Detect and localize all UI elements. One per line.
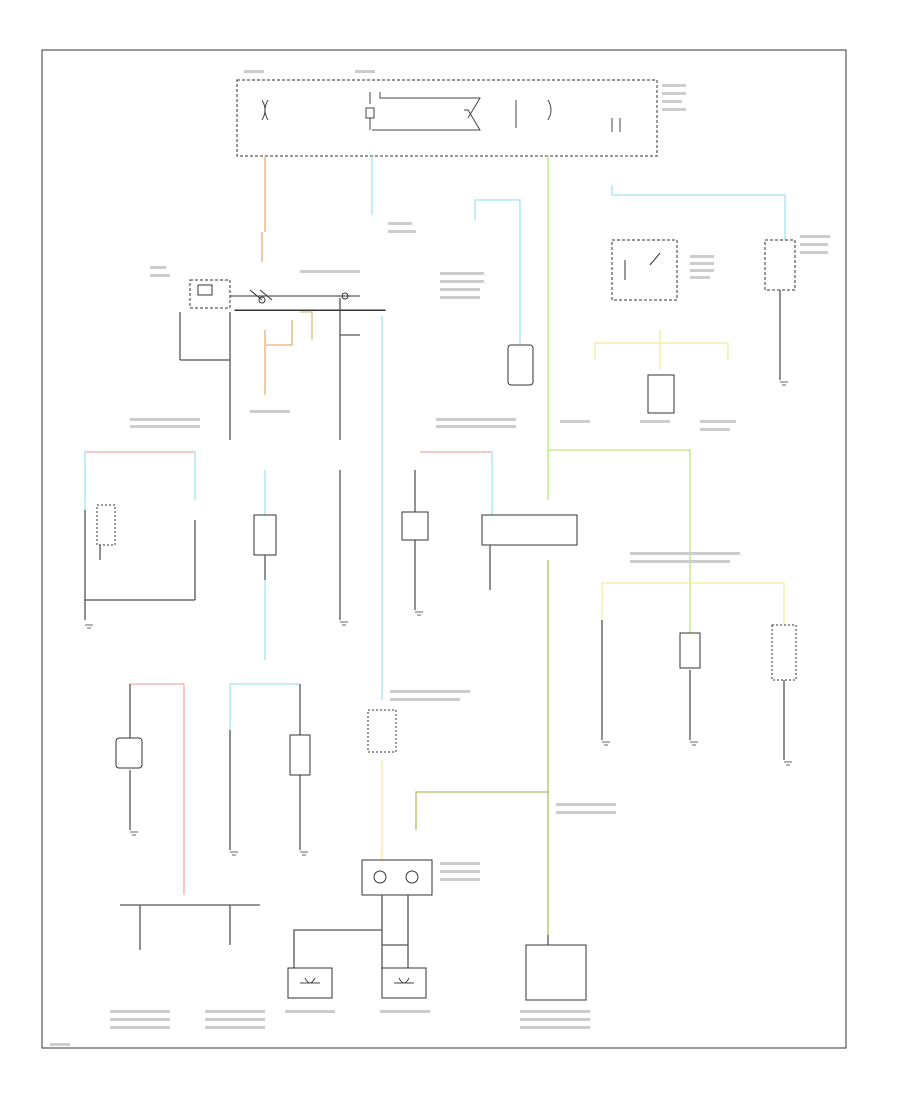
lamp-left [373,870,387,884]
wire-light-green-branch [548,449,691,640]
relay-upper-right [611,239,678,301]
relay-far-right [764,239,796,291]
wire-yellow-upper-right [594,330,729,370]
relay-center-lower [367,709,397,753]
wire-tan-switch [300,311,313,340]
sensor-lower-right-a [679,632,701,669]
wire-orange-feed [261,156,266,262]
sensor-lower-right-b [771,624,797,681]
faint-label-marks [50,70,830,1046]
switch-lower-mid [289,734,311,776]
fuel-door-switch [96,504,116,546]
fuse-symbols [261,92,621,132]
wire-gray-left [179,312,231,440]
wire-light-blue-top-right [611,185,786,240]
door-switch-left [253,514,277,556]
relay-lower-left [115,737,143,769]
lamp-right [405,870,419,884]
relay-lower-right [647,374,675,414]
central-junction-box [236,79,658,157]
wire-dark-mid-right [414,470,491,610]
wire-olive-branch [415,791,548,830]
lamp-symbol-right [394,977,414,984]
wire-light-blue-left [84,452,196,510]
diagram-border [41,49,847,1049]
wire-dark-mid-left [264,470,341,620]
module-bottom-right [525,944,587,1001]
lamp-module [361,859,433,896]
wire-thick-gray [293,895,409,970]
ground-symbols [85,381,792,856]
lamp-symbol-left [300,977,320,984]
wire-orange-switch [264,320,293,395]
switch-mid-right [401,511,429,541]
wire-gray-mid [339,298,360,440]
wire-light-blue-top-left [474,199,521,345]
wire-light-blue-lower [229,683,300,730]
wire-pink-vertical [130,683,185,895]
wire-yellow-lower-right [601,582,785,625]
wire-dark-bottom-left [120,904,260,950]
module-center-right [481,514,578,546]
relay-upper-center [507,344,534,386]
ignition-switch [189,279,386,311]
